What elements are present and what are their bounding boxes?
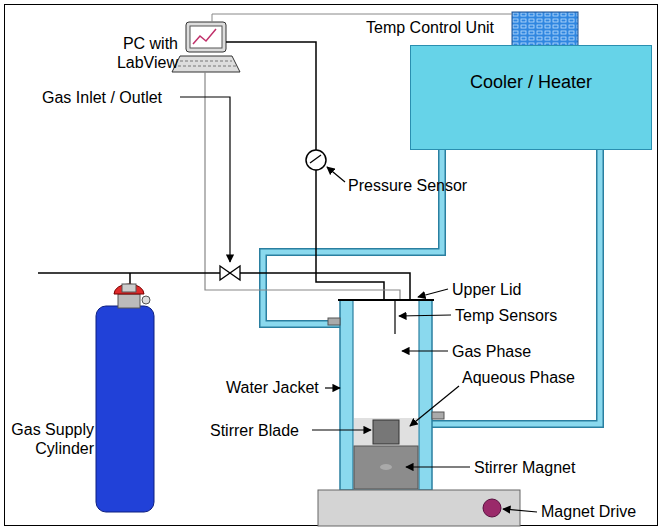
pressure-sensor [306, 150, 326, 170]
part-label: Water Jacket [226, 378, 319, 397]
part-label: Temp Control Unit [366, 18, 494, 37]
reactor-vessel [328, 300, 444, 490]
part-label: Magnet Drive [541, 502, 636, 521]
magnet-drive [318, 490, 520, 526]
cooler-heater-box: Cooler / Heater [410, 45, 652, 150]
leader-arrows [180, 97, 537, 512]
part-label: Gas Phase [452, 342, 531, 361]
part-label: Gas Inlet / Outlet [42, 88, 162, 107]
part-label: Aqueous Phase [462, 368, 575, 387]
valve-symbol [220, 266, 240, 280]
part-label: Temp Sensors [455, 306, 557, 325]
part-label: Upper Lid [452, 280, 521, 299]
pc-computer [172, 22, 240, 72]
gas-cylinder [96, 284, 154, 512]
part-label: Pressure Sensor [348, 176, 467, 195]
box-title: Cooler / Heater [411, 72, 651, 93]
part-label: Gas Supply Cylinder [6, 420, 94, 458]
part-label: Stirrer Blade [210, 421, 299, 440]
part-label: Stirrer Magnet [474, 458, 575, 477]
part-label: PC with LabView [92, 34, 178, 72]
frame [5, 5, 658, 526]
